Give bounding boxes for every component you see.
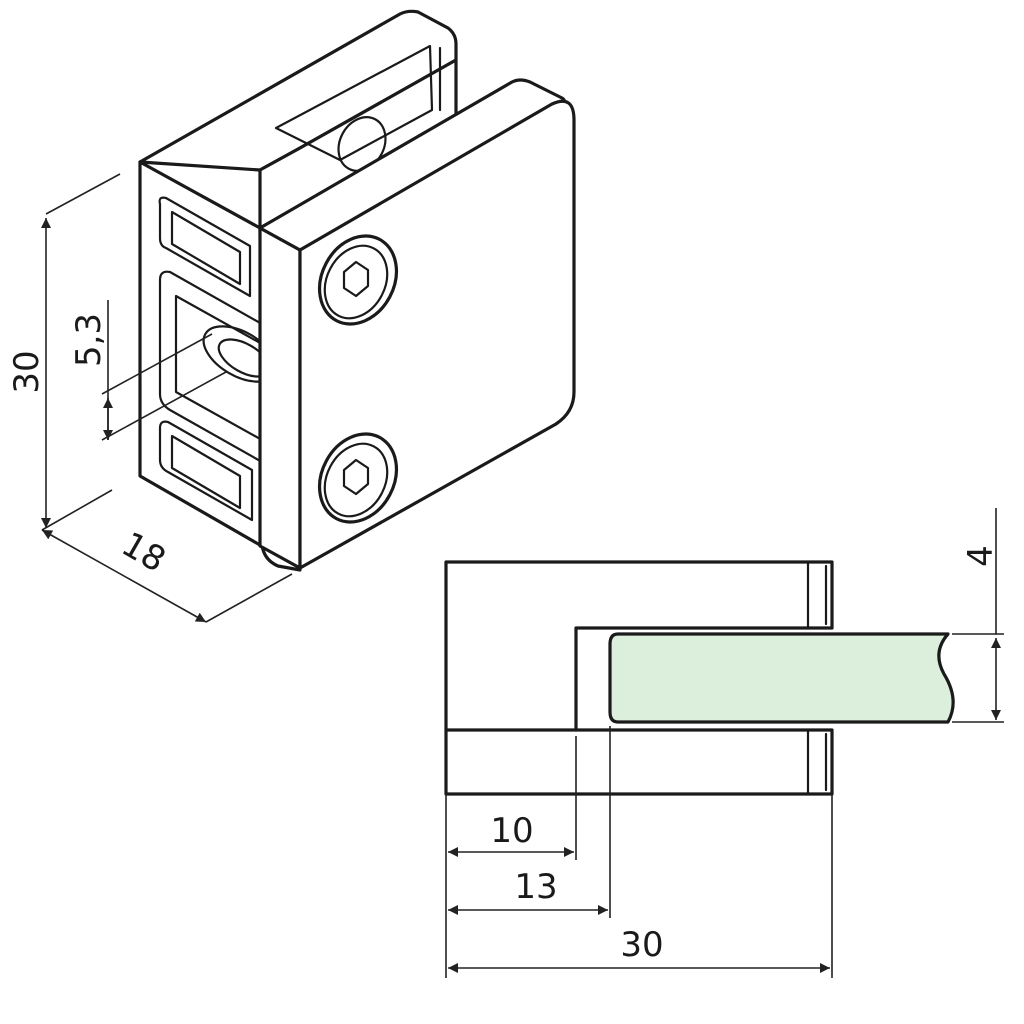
- lower-pocket: [158, 420, 254, 522]
- lower-screw: [317, 432, 399, 524]
- hex-socket-icon: [342, 458, 370, 496]
- front-plate-face: [298, 99, 576, 570]
- front-plate-side: [258, 226, 302, 570]
- rear-slot-hole: [337, 116, 387, 172]
- hole-dimension-label: 5,3: [69, 313, 109, 367]
- slot-depth-label: 10: [490, 811, 533, 851]
- glass-insertion-label: 13: [514, 867, 557, 907]
- total-width-label: 30: [620, 925, 663, 965]
- height-dimension-label: 30: [7, 350, 47, 393]
- glass-thickness-label: 4: [961, 545, 1001, 567]
- isometric-clamp-view: 30 5,3 18: [7, 9, 576, 623]
- section-clamp-view: 4 10 13 30: [444, 508, 1004, 978]
- depth-dimension-line: [41, 529, 207, 623]
- hex-socket-icon: [342, 260, 370, 298]
- clamp-top-face: [138, 9, 458, 172]
- upper-screw: [317, 234, 399, 326]
- glass-pane: [608, 632, 955, 724]
- depth-dimension-label: 18: [115, 524, 172, 580]
- upper-pocket: [158, 196, 252, 298]
- rear-slot: [274, 44, 434, 162]
